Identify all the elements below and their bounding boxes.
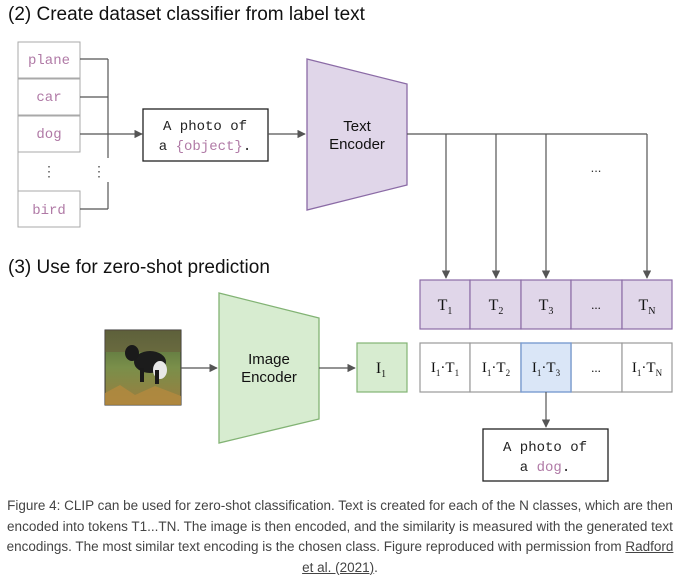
text-encoder <box>306 58 408 211</box>
label-dog: dog <box>36 127 61 143</box>
image-encoder-label-1: Image <box>248 351 290 368</box>
clip-diagram: (2) Create dataset classifier from label… <box>8 4 673 482</box>
image-embedding <box>356 342 408 393</box>
label-bird: bird <box>32 203 66 219</box>
template-line-2: a {object}. <box>159 139 251 155</box>
product-3-label: I1·T3 <box>532 360 561 378</box>
template-line-1: A photo of <box>163 119 247 135</box>
similarity-row <box>419 342 673 393</box>
text-token-row <box>419 279 673 330</box>
figure-caption: Figure 4: CLIP can be used for zero-shot… <box>0 496 680 578</box>
label-vertical-ellipsis: ⋮ <box>42 163 56 179</box>
fanout-ellipsis: ... <box>591 160 602 175</box>
product-n-label: I1·TN <box>632 360 663 378</box>
text-encoder-label-1: Text <box>343 118 371 135</box>
token-t3-label: T3 <box>539 297 554 317</box>
result-word: dog <box>537 460 562 476</box>
token-t1 <box>419 279 471 330</box>
token-tn-label: TN <box>638 297 655 317</box>
product-1 <box>419 342 471 393</box>
template-placeholder: {object} <box>176 139 243 155</box>
encoder-fanout <box>407 133 652 279</box>
result-line-1: A photo of <box>503 440 587 456</box>
token-t1-label: T1 <box>438 297 453 317</box>
input-dog-photo <box>104 329 182 406</box>
text-encoder-label-2: Encoder <box>329 136 385 153</box>
result-box <box>482 428 609 482</box>
label-box-car <box>17 78 81 116</box>
caption-text: Figure 4: CLIP can be used for zero-shot… <box>6 498 673 554</box>
connector-vertical-ellipsis: ⋮ <box>92 163 106 179</box>
caption-paragraph: Figure 4: CLIP can be used for zero-shot… <box>0 496 680 578</box>
image-encoder-label-2: Encoder <box>241 369 297 386</box>
token-t2-label: T2 <box>489 297 504 317</box>
product-n <box>621 342 673 393</box>
label-list <box>17 41 81 228</box>
label-box-plane <box>17 41 81 79</box>
token-tn <box>621 279 673 330</box>
template-box <box>142 108 269 162</box>
caption-period: . <box>374 559 378 575</box>
product-ellipsis <box>570 342 623 393</box>
product-2 <box>469 342 522 393</box>
product-2-label: I1·T2 <box>482 360 510 378</box>
label-box-dog <box>17 115 81 153</box>
product-ellipsis-label: ... <box>591 360 601 375</box>
token-t2 <box>469 279 522 330</box>
token-ellipsis <box>570 279 623 330</box>
token-ellipsis-label: ... <box>591 297 601 312</box>
section-2-title: (2) Create dataset classifier from label… <box>8 4 366 25</box>
result-line-2: a dog. <box>520 460 570 476</box>
label-connector <box>80 58 143 210</box>
image-embedding-label: I1 <box>376 360 386 380</box>
product-3-highlight <box>520 342 572 393</box>
image-encoder <box>218 292 320 444</box>
section-3-title: (3) Use for zero-shot prediction <box>8 257 270 278</box>
label-car: car <box>36 90 61 106</box>
citation-link[interactable]: Radford et al. (2021) <box>302 539 674 575</box>
label-plane: plane <box>28 53 70 69</box>
product-1-label: I1·T1 <box>431 360 459 378</box>
